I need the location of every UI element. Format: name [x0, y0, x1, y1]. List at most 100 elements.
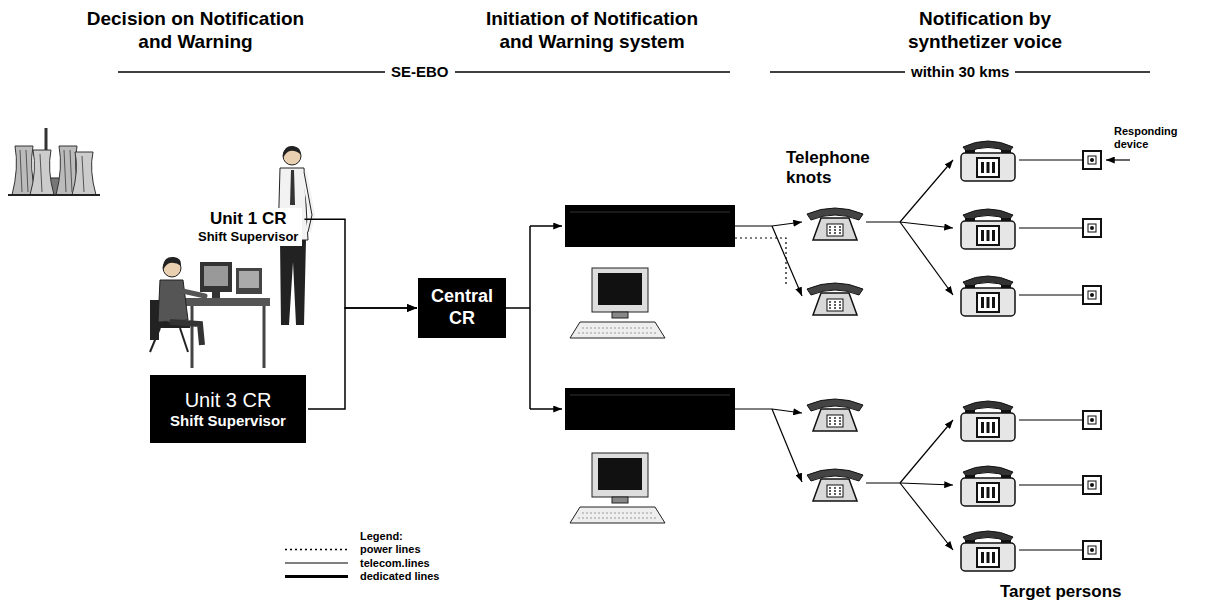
computer-terminal — [598, 273, 642, 305]
power-plant-illustration — [8, 194, 100, 196]
operator-illustration — [163, 257, 181, 270]
telecom-line — [900, 222, 953, 228]
power-line — [735, 238, 786, 284]
column-heading-text: Initiation of Notification and Warning s… — [476, 8, 708, 54]
column-heading: Decision on Notification and Warning — [78, 8, 313, 54]
legend-sample — [285, 563, 348, 564]
responding-device-icon — [1019, 420, 1082, 421]
operator-illustration — [185, 298, 270, 306]
legend-entry: telecom.lines — [360, 557, 430, 570]
column-heading: Notification by synthetizer voice — [890, 8, 1080, 54]
node-heading: Central CR — [424, 286, 500, 329]
operator-illustration — [178, 290, 205, 296]
power-plant-illustration — [70, 150, 72, 192]
responding-device-icon — [1019, 485, 1082, 486]
operator-illustration — [204, 266, 228, 286]
column-heading: Initiation of Notification and Warning s… — [476, 8, 708, 54]
computer-terminal — [612, 497, 628, 503]
notification-server — [565, 205, 735, 430]
scope-label-text: SE-EBO — [385, 63, 455, 81]
telephone-knot-icon — [807, 208, 863, 501]
telecom-line — [735, 225, 772, 226]
control-room-box: Unit 3 CRShift Supervisor — [150, 375, 306, 443]
operator-illustration — [150, 146, 312, 368]
computer-terminal — [598, 458, 642, 490]
computer-terminal — [578, 333, 658, 334]
power-plant-illustration — [40, 154, 42, 192]
telecom-line — [735, 408, 772, 409]
node-heading: Unit 1 CR — [210, 209, 287, 229]
operator-illustration — [180, 328, 188, 352]
responding-device-icon — [1083, 541, 1101, 559]
group-label-text: Telephone knots — [786, 148, 886, 189]
callout-label: Responding device — [1114, 125, 1186, 151]
telecom-line — [772, 226, 802, 296]
notification-server — [565, 205, 735, 247]
dedicated-line — [530, 225, 562, 227]
power-plant-illustration — [72, 152, 96, 195]
connector — [304, 219, 417, 308]
telephone-knot-icon — [807, 469, 863, 501]
telecom-line — [900, 483, 953, 550]
operator-illustration — [170, 322, 202, 345]
node-subtext: Shift Supervisor — [198, 229, 298, 245]
computer-terminal — [592, 453, 648, 497]
responding-device-icon — [1019, 160, 1082, 550]
telecom-line — [772, 222, 802, 226]
computer-terminal — [570, 268, 665, 523]
responding-device-icon — [1083, 411, 1101, 429]
legend-heading: Legend: — [360, 530, 403, 543]
power-plant-illustration — [82, 156, 84, 192]
column-heading-text: Notification by synthetizer voice — [890, 8, 1080, 54]
notification-server — [570, 212, 730, 213]
target-phone-icon — [961, 141, 1015, 571]
column-heading-text: Decision on Notification and Warning — [78, 8, 313, 54]
legend-text: dedicated lines — [360, 570, 439, 583]
operator-illustration — [191, 306, 194, 368]
group-label: Telephone knots — [786, 148, 886, 189]
target-phone-icon — [961, 531, 1015, 571]
leader-arrow — [1106, 160, 1130, 161]
telecom-line — [866, 482, 900, 483]
legend-sample — [285, 575, 348, 578]
group-label-text: Target persons — [1000, 582, 1122, 602]
node-heading: Unit 3 CR — [185, 388, 272, 412]
telecom-line — [900, 483, 953, 485]
telecom-line — [900, 222, 953, 295]
target-phone-icon — [961, 276, 1015, 316]
responding-device-icon — [1019, 228, 1082, 229]
computer-terminal — [592, 268, 648, 312]
scope-label-text: within 30 kms — [905, 63, 1015, 81]
scope-label: within 30 kms — [905, 63, 1015, 81]
notification-server — [570, 395, 730, 396]
connector — [308, 308, 417, 409]
legend-sample — [285, 550, 348, 577]
telecom-line — [772, 409, 802, 482]
dedicated-line — [530, 408, 562, 410]
legend-entry: dedicated lines — [360, 570, 439, 583]
power-line — [735, 238, 786, 284]
telephone-knot-icon — [807, 208, 863, 240]
responding-device-icon — [1019, 160, 1082, 161]
node-subtext: Shift Supervisor — [170, 412, 286, 430]
computer-terminal — [578, 518, 658, 519]
power-plant-illustration — [20, 150, 84, 192]
telephone-knot-icon — [807, 283, 863, 315]
telecom-line — [900, 160, 953, 222]
scope-label: SE-EBO — [385, 63, 455, 81]
computer-terminal — [582, 328, 654, 329]
control-room-box: Central CR — [418, 278, 506, 338]
operator-illustration — [150, 328, 160, 352]
notification-server — [565, 388, 735, 430]
target-phone-icon — [961, 141, 1015, 181]
power-plant-illustration — [30, 150, 54, 195]
computer-terminal — [570, 507, 665, 523]
operator-illustration — [283, 146, 301, 158]
telecom-line — [772, 409, 802, 413]
power-plant-illustration — [20, 150, 22, 192]
operator-illustration — [236, 268, 262, 294]
responding-device-icon — [1019, 151, 1101, 559]
